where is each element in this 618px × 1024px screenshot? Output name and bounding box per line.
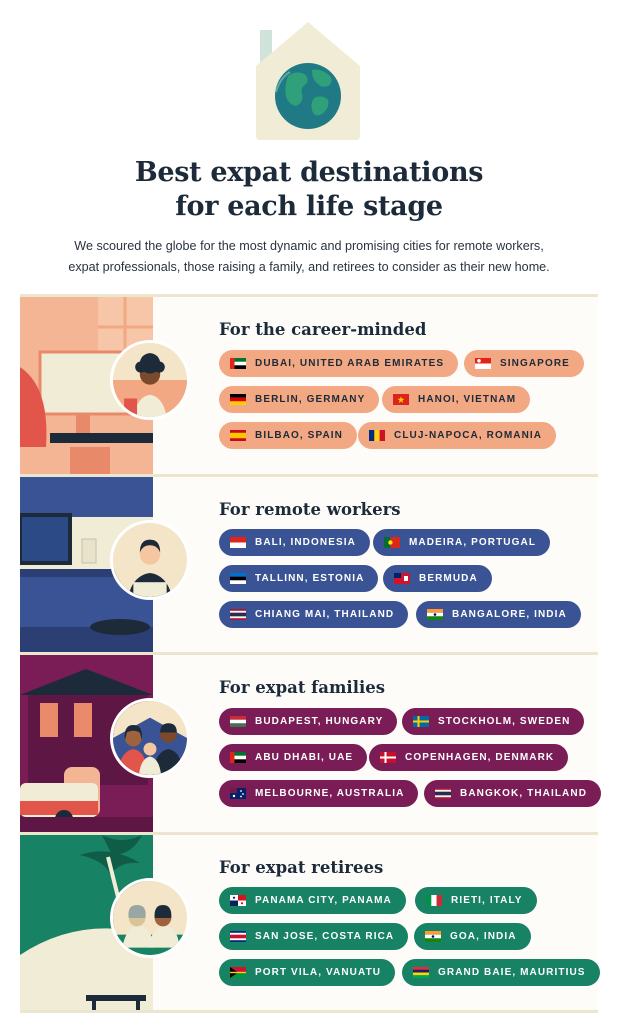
section-divider (20, 474, 598, 477)
spain-flag-icon (230, 430, 246, 441)
bermuda-flag-icon (394, 573, 410, 584)
section-divider (20, 294, 598, 297)
destination-label: BERLIN, GERMANY (255, 394, 366, 405)
destination-pill[interactable]: BUDAPEST, HUNGARY (219, 708, 398, 735)
destination-pill[interactable]: SINGAPORE (464, 350, 584, 377)
section-career-minded: For the career-minded DUBAI, UNITED ARAB… (20, 294, 598, 474)
destination-label: SAN JOSE, COSTA RICA (255, 931, 395, 942)
destination-pill[interactable]: ABU DHABI, UAE (219, 744, 368, 771)
career-illustration (20, 297, 153, 474)
destination-label: BUDAPEST, HUNGARY (255, 716, 384, 727)
page-title-line-2: for each life stage (175, 191, 443, 222)
section-expat-families: For expat families BUDAPEST, HUNGARY STO… (20, 652, 602, 832)
sweden-flag-icon (413, 716, 429, 727)
destination-label: BALI, INDONESIA (255, 537, 356, 548)
destination-label: MELBOURNE, AUSTRALIA (255, 788, 405, 799)
destination-pill[interactable]: STOCKHOLM, SWEDEN (402, 708, 585, 735)
destination-pill[interactable]: TALLINN, ESTONIA (219, 565, 379, 592)
page-subtitle-line-1: We scoured the globe for the most dynami… (74, 239, 544, 253)
destination-label: RIETI, ITALY (451, 895, 523, 906)
portugal-flag-icon (384, 537, 400, 548)
destination-label: SINGAPORE (500, 358, 570, 369)
thailand-flag-icon (230, 609, 246, 620)
destination-pill[interactable]: CLUJ-NAPOCA, ROMANIA (358, 422, 557, 449)
section-heading: For expat retirees (219, 858, 384, 877)
page-title-line-1: Best expat destinations (134, 157, 484, 188)
destination-label: BILBAO, SPAIN (255, 430, 344, 441)
destination-label: ABU DHABI, UAE (255, 752, 354, 763)
india-flag-icon (427, 609, 443, 620)
section-heading: For expat families (219, 678, 386, 697)
destination-pill[interactable]: PANAMA CITY, PANAMA (219, 887, 406, 914)
destination-pill[interactable]: PORT VILA, VANUATU (219, 959, 396, 986)
thailand-flag-icon (435, 788, 451, 799)
destination-pill[interactable]: BERMUDA (383, 565, 492, 592)
section-divider (20, 652, 598, 655)
destination-pill[interactable]: RIETI, ITALY (415, 887, 537, 914)
destination-label: TALLINN, ESTONIA (255, 573, 365, 584)
indonesia-flag-icon (230, 537, 246, 548)
remote-person-portrait (110, 520, 190, 600)
singapore-flag-icon (475, 358, 491, 369)
destination-label: CLUJ-NAPOCA, ROMANIA (394, 430, 543, 441)
uae-flag-icon (230, 752, 246, 763)
costa-rica-flag-icon (230, 931, 246, 942)
destination-label: MADEIRA, PORTUGAL (409, 537, 537, 548)
destination-pill[interactable]: BANGALORE, INDIA (416, 601, 581, 628)
section-divider (20, 832, 598, 835)
destination-label: PANAMA CITY, PANAMA (255, 895, 392, 906)
destination-pill[interactable]: GRAND BAIE, MAURITIUS (402, 959, 600, 986)
destination-pill[interactable]: DUBAI, UNITED ARAB EMIRATES (219, 350, 459, 377)
page-title: Best expat destinations for each life st… (0, 156, 618, 224)
section-heading: For the career-minded (219, 320, 427, 339)
vanuatu-flag-icon (230, 967, 246, 978)
destination-pill[interactable]: HANOI, VIETNAM (382, 386, 531, 413)
destination-pill[interactable]: COPENHAGEN, DENMARK (369, 744, 569, 771)
uae-flag-icon (230, 358, 246, 369)
estonia-flag-icon (230, 573, 246, 584)
romania-flag-icon (369, 430, 385, 441)
bottom-divider (20, 1010, 598, 1013)
destination-label: COPENHAGEN, DENMARK (405, 752, 555, 763)
destination-label: STOCKHOLM, SWEDEN (438, 716, 571, 727)
india-flag-icon (425, 931, 441, 942)
destination-pill[interactable]: BALI, INDONESIA (219, 529, 370, 556)
mauritius-flag-icon (413, 967, 429, 978)
hungary-flag-icon (230, 716, 246, 727)
section-remote-workers: For remote workers BALI, INDONESIA MADEI… (20, 474, 598, 652)
destination-pill[interactable]: BILBAO, SPAIN (219, 422, 358, 449)
career-person-portrait (110, 340, 190, 420)
denmark-flag-icon (380, 752, 396, 763)
destination-label: PORT VILA, VANUATU (255, 967, 382, 978)
destination-label: GOA, INDIA (450, 931, 517, 942)
italy-flag-icon (426, 895, 442, 906)
destination-pill[interactable]: SAN JOSE, COSTA RICA (219, 923, 409, 950)
destination-label: BANGALORE, INDIA (452, 609, 567, 620)
family-portrait (110, 698, 190, 778)
page-subtitle-line-2: expat professionals, those raising a fam… (68, 260, 550, 274)
germany-flag-icon (230, 394, 246, 405)
destination-label: BANGKOK, THAILAND (460, 788, 588, 799)
section-heading: For remote workers (219, 500, 401, 519)
section-expat-retirees: For expat retirees PANAMA CITY, PANAMA R… (20, 832, 600, 1010)
destination-pill[interactable]: GOA, INDIA (414, 923, 531, 950)
panama-flag-icon (230, 895, 246, 906)
destination-label: HANOI, VIETNAM (418, 394, 517, 405)
page-subtitle: We scoured the globe for the most dynami… (40, 236, 578, 278)
destination-label: GRAND BAIE, MAURITIUS (438, 967, 586, 978)
destination-pill[interactable]: MADEIRA, PORTUGAL (373, 529, 551, 556)
australia-flag-icon (230, 788, 246, 799)
vietnam-flag-icon (393, 394, 409, 405)
page-header: Best expat destinations for each life st… (0, 0, 618, 296)
destination-label: DUBAI, UNITED ARAB EMIRATES (255, 358, 445, 369)
house-globe-icon (256, 22, 360, 140)
destination-pill[interactable]: BANGKOK, THAILAND (424, 780, 602, 807)
destination-label: CHIANG MAI, THAILAND (255, 609, 395, 620)
destination-pill[interactable]: BERLIN, GERMANY (219, 386, 380, 413)
retirees-portrait (110, 878, 190, 958)
destination-pill[interactable]: MELBOURNE, AUSTRALIA (219, 780, 419, 807)
destination-pill[interactable]: CHIANG MAI, THAILAND (219, 601, 409, 628)
remote-illustration (20, 477, 153, 652)
destination-label: BERMUDA (419, 573, 478, 584)
